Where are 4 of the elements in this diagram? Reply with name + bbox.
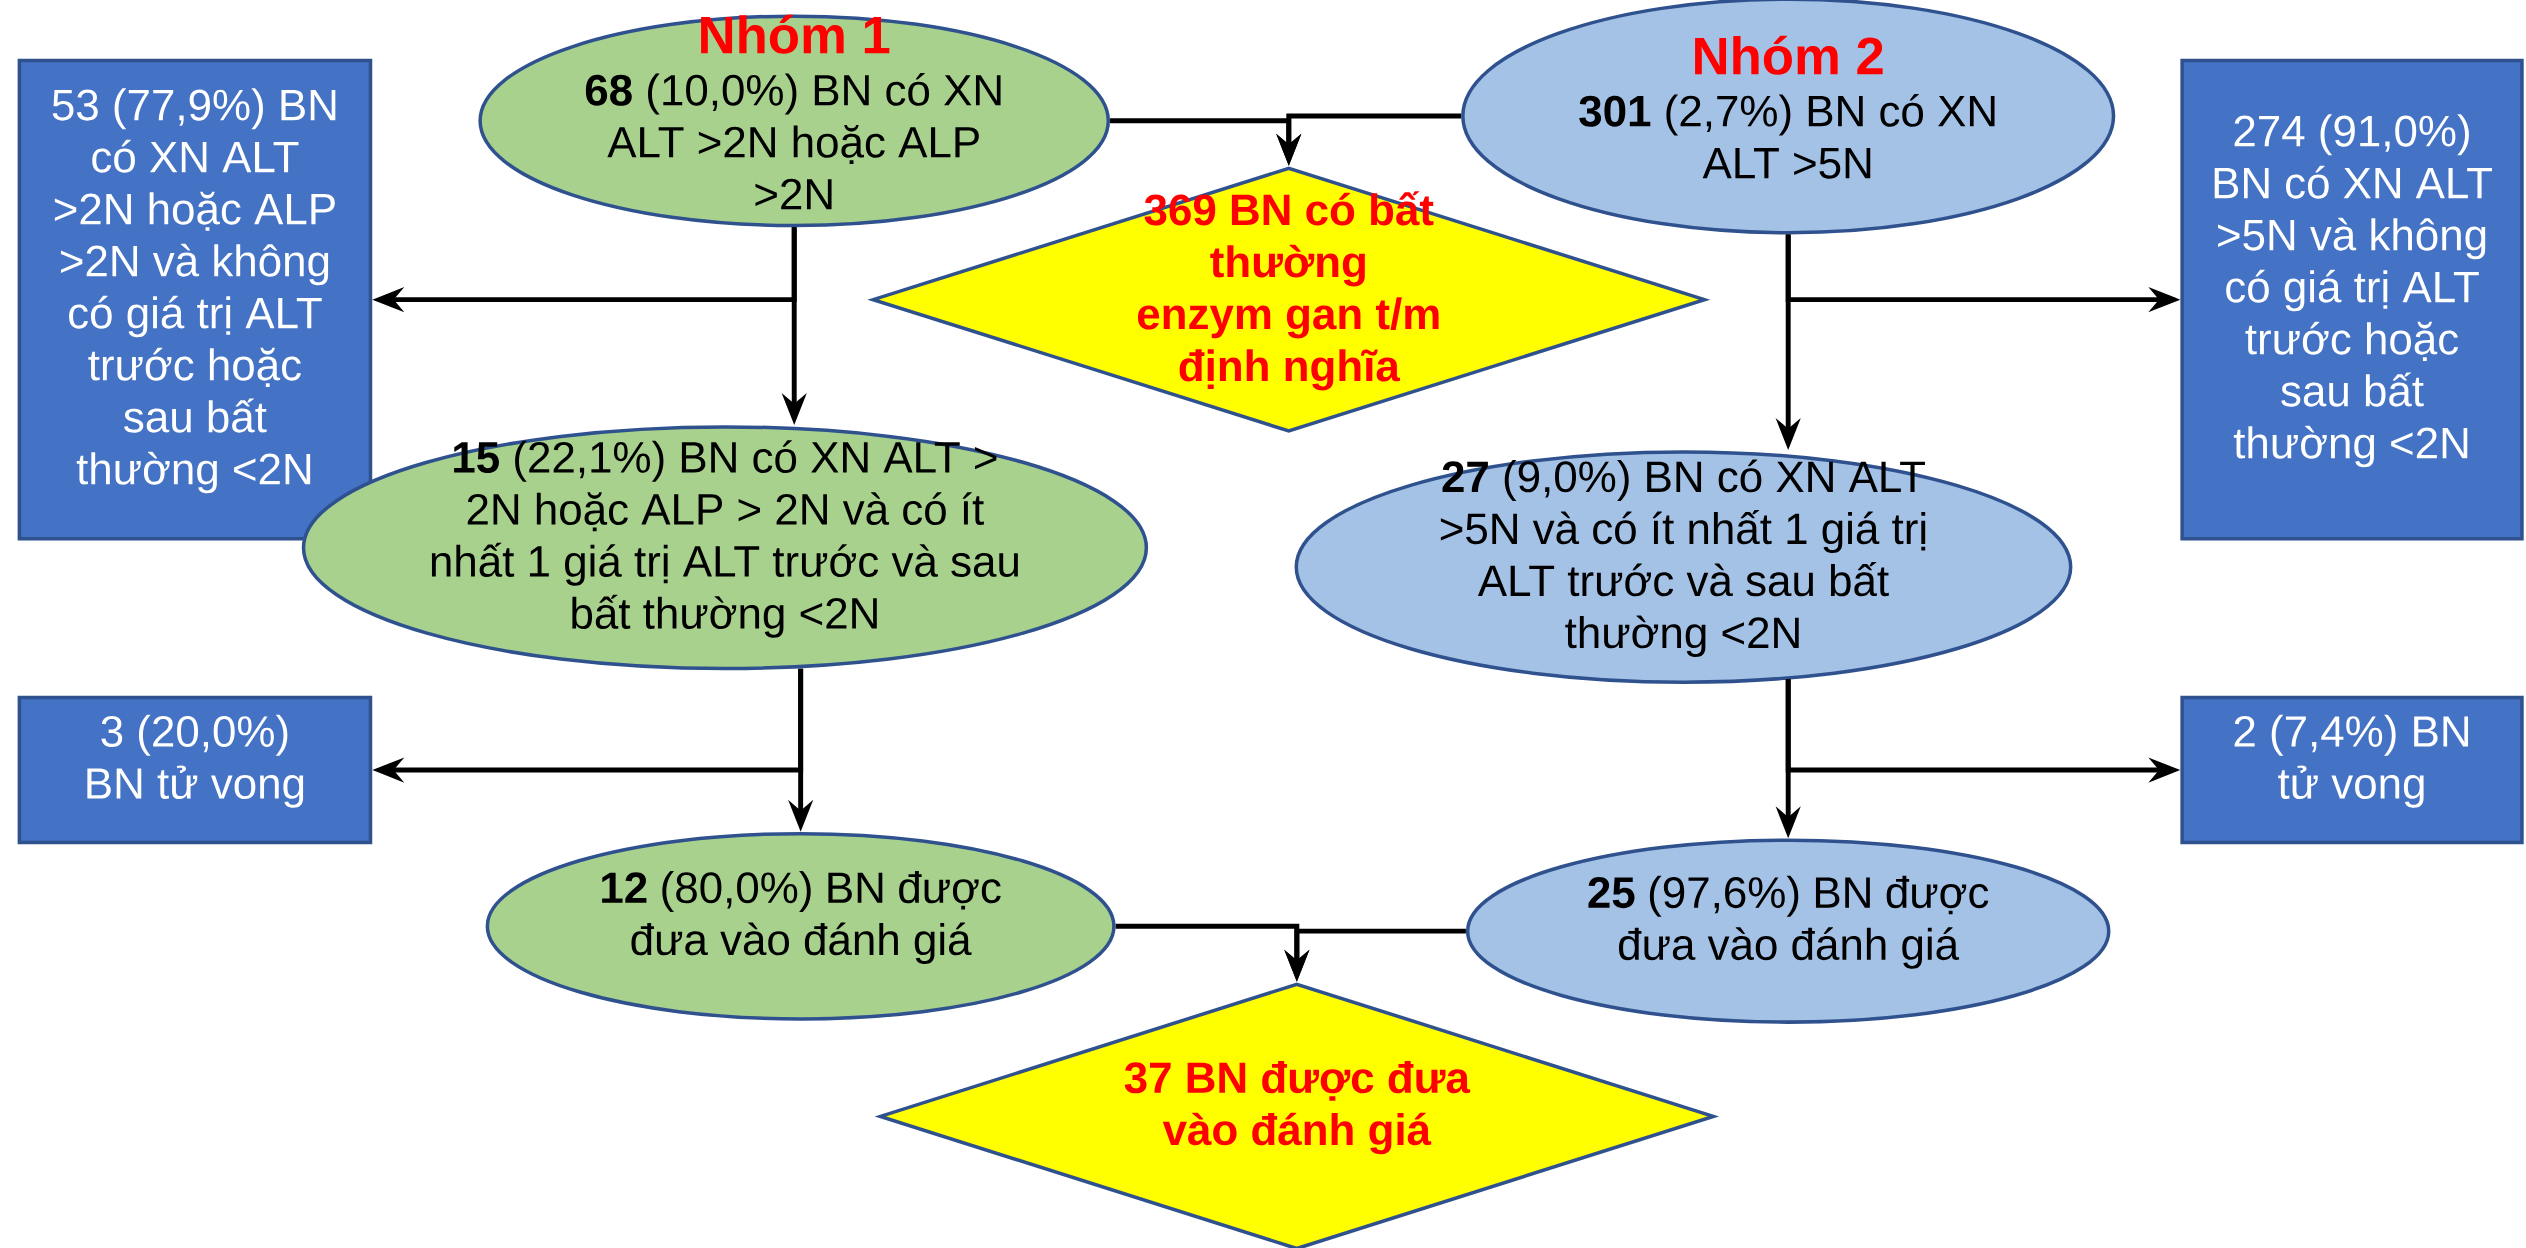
result-box: 274 (91,0%) BN có XN ALT >5N và không có giá trị ALT trước hoặc sau bất thường <2N bbox=[2180, 58, 2524, 541]
result-box: 53 (77,9%) BN có XN ALT >2N hoặc ALP >2N và không có giá trị ALT trước hoặc sau bất thường <2N bbox=[17, 58, 373, 541]
result-box: 2 (7,4%) BN tử vong bbox=[2180, 695, 2524, 845]
result-box: 3 (20,0%) BN tử vong bbox=[17, 695, 373, 845]
